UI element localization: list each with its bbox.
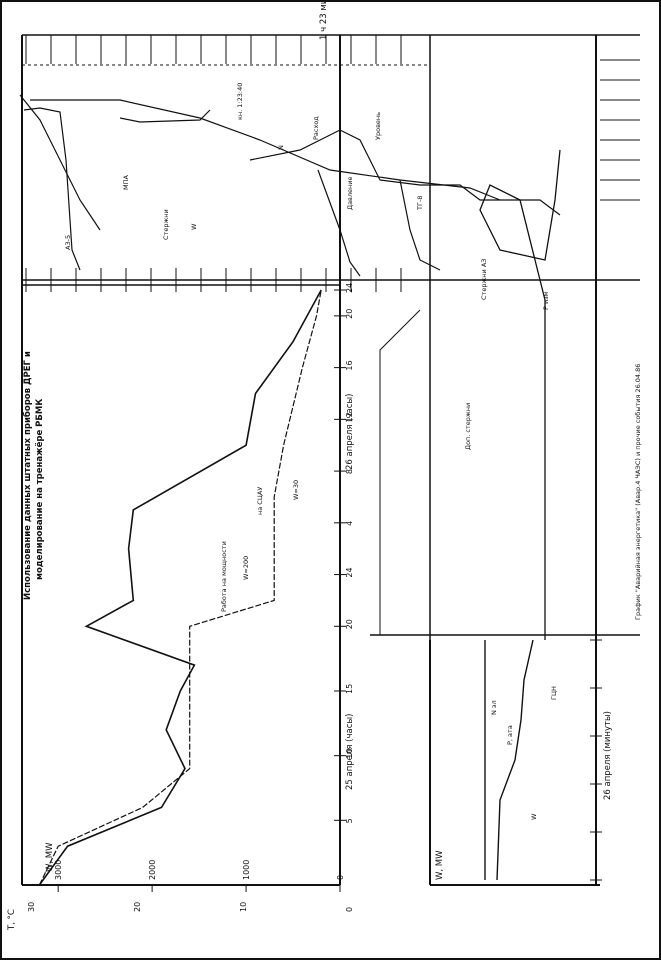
time-tick-label: 20: [345, 309, 354, 319]
event-tg8: ТГ-8: [416, 196, 424, 211]
lower-annot-p-meas: Р изм: [542, 291, 550, 310]
event-curves: [19, 94, 561, 277]
event-curve: [119, 109, 211, 123]
temp-ticks: 30 20 10 0: [27, 902, 354, 912]
power-tick-label: 2000: [148, 860, 157, 880]
event-n: N: [277, 145, 285, 150]
lower-section-label: 26 апреля (минуты): [603, 711, 613, 800]
upper-series-line: [38, 289, 322, 886]
annotation-scau: на СЦАУ: [256, 487, 264, 515]
time-tick-label: 12: [345, 412, 354, 422]
lower-panel: W, MW 26 апреля (минуты) N эл Р, ата W Г…: [370, 35, 640, 886]
event-mpa: МПА: [122, 175, 130, 190]
time-tick-label: 10: [345, 748, 354, 758]
event-curve: [30, 99, 501, 201]
time-tick-label: 24: [345, 567, 354, 577]
event-curve: [399, 179, 441, 271]
lower-annot-rods-add: Доп. стержни: [464, 403, 472, 450]
lower-annot-nel: N эл: [490, 700, 498, 715]
power-tick-label: 1000: [242, 860, 251, 880]
lower-ticks: [590, 639, 602, 881]
time-ticks: 5 10 15 20 24 4 8 12 16 20 24: [334, 283, 354, 823]
power-tick-label: 0: [336, 875, 345, 880]
power-axis-label: W, MW: [45, 842, 55, 872]
event-level: Уровень: [374, 112, 382, 140]
lower-annot-rods-az: Стержни АЗ: [480, 259, 488, 300]
x-section-label-2: 26 апреля (часы): [345, 394, 355, 470]
temp-tick-label: 0: [345, 907, 354, 912]
annotation-w30: W=30: [292, 480, 300, 500]
title-line-2: моделирование на тренажёре РБМК: [35, 399, 45, 580]
upper-panel: 3000 2000 1000 0 W, MW T, °C 30 20 10 0 5 10 15 2…: [7, 35, 355, 931]
time-tick-label: 5: [345, 818, 354, 823]
lower-annot-p: Р, ата: [506, 725, 514, 745]
event-time: кн. 1:23:40: [236, 83, 244, 120]
event-w: W: [190, 223, 198, 230]
right-event-strip: [600, 59, 640, 201]
temp-tick-label: 10: [239, 902, 248, 912]
time-tick-label: 4: [345, 521, 354, 526]
power-tick-label: 3000: [54, 860, 63, 880]
lower-w-axis-label: W, MW: [435, 850, 445, 880]
events-section-label: 1 ч 23 мин: [319, 0, 329, 40]
time-tick-label: 20: [345, 619, 354, 629]
event-flow: Расход: [312, 116, 320, 140]
lower-aux-trace: [379, 309, 421, 635]
lower-series: [379, 149, 561, 881]
event-curve: [19, 94, 101, 231]
event-ticks: [25, 35, 402, 292]
upper-series: [38, 289, 322, 886]
time-tick-label: 8: [345, 469, 354, 474]
temp-tick-label: 30: [27, 902, 36, 912]
x-section-label-1: 25 апреля (часы): [345, 714, 355, 790]
event-pressure: Давление: [346, 176, 354, 210]
time-tick-label: 15: [345, 684, 354, 694]
upper-series-line: [38, 289, 322, 886]
annotation-w200: W=200: [242, 556, 250, 580]
events-panel: АЗ-5 МПА кн. 1:23:40 Стержни W N Расход …: [19, 0, 640, 640]
lower-annot-gcn: ГЦН: [550, 686, 558, 700]
title-line-1: Использование данных штатных приборов ДР…: [22, 351, 33, 600]
time-tick-label: 24: [345, 283, 354, 293]
annotation-work-power: Работа на мощности: [220, 541, 228, 612]
temp-tick-label: 20: [133, 902, 142, 912]
event-rods: Стержни: [162, 209, 170, 240]
figure-caption: График "Аварийная энергетика" (Авар.4 ЧА…: [634, 364, 642, 620]
lower-series-line: [496, 639, 534, 881]
power-ticks: 3000 2000 1000 0: [54, 860, 345, 892]
lower-upper-trace: [479, 149, 561, 640]
event-curve: [23, 107, 81, 271]
event-curve: [317, 169, 361, 277]
time-tick-label: 16: [345, 360, 354, 370]
temp-axis-label: T, °C: [7, 909, 17, 931]
event-az5: АЗ-5: [64, 235, 72, 250]
lower-annot-w: W: [530, 813, 538, 820]
